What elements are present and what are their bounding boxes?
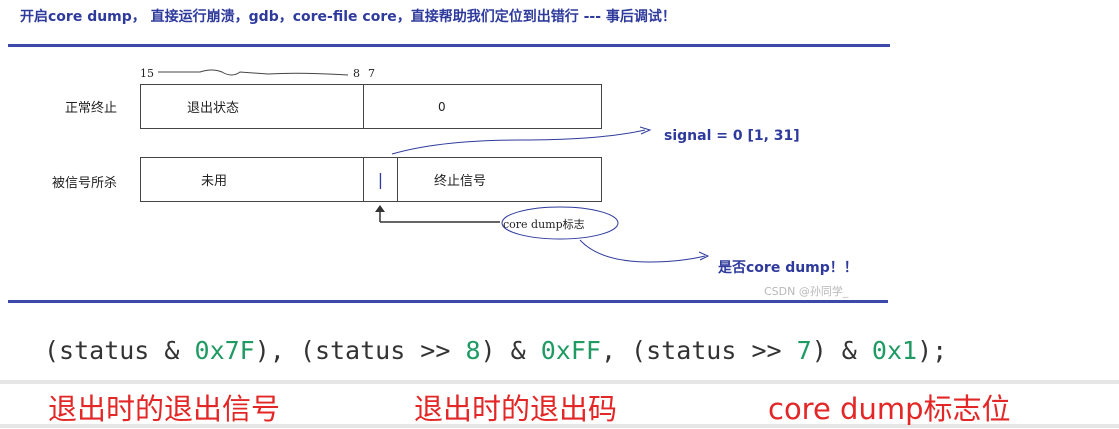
bit-7-label: 7 [368,67,375,80]
exit-status-field: 退出状态 [187,101,240,116]
bit-15-label: 15 [140,67,154,80]
code-part-5: ) & [811,336,872,365]
top-divider [8,44,890,47]
code-part-3: ) & [480,336,541,365]
core-dump-flag-label: core dump标志 [503,218,585,231]
bit-8-label: 8 [353,67,360,80]
low-bits-zero-field: 0 [363,85,601,128]
code-part-4: , (status >> [600,336,797,365]
row-label-signaled: 被信号所杀 [52,176,118,191]
code-mask-7f: 0x7F [194,336,255,365]
core-dump-bit-field: | [363,158,397,201]
row-label-normal: 正常终止 [65,101,118,116]
code-separator-top [0,380,1119,384]
code-mask-1: 0x1 [871,336,918,365]
code-shift-7: 7 [796,336,812,365]
bottom-divider [8,300,888,303]
status-layout-normal: 退出状态 0 [140,84,602,129]
core-dump-question: 是否core dump！！ [718,260,858,276]
termination-signal-field: 终止信号 [397,158,601,201]
annotation-exit-signal: 退出时的退出信号 [48,392,281,426]
unused-field: 未用 [201,174,228,189]
signal-range-note: signal = 0 [1, 31] [664,128,800,144]
headline: 开启core dump， 直接运行崩溃，gdb，core-file core，直… [20,9,676,25]
annotation-exit-code: 退出时的退出码 [414,392,618,426]
code-mask-ff: 0xFF [540,336,601,365]
annotation-core-dump-bit: core dump标志位 [768,392,1011,426]
code-part-2: ), (status >> [254,336,466,365]
code-part-1: (status & [44,336,195,365]
code-part-6: ); [917,336,948,365]
status-layout-signaled: 未用 | 终止信号 [140,157,602,202]
status-decode-expression: (status & 0x7F), (status >> 8) & 0xFF, (… [44,336,947,365]
code-shift-8: 8 [465,336,481,365]
code-separator-bottom [0,424,1119,428]
watermark: CSDN @孙同学_ [764,285,849,298]
